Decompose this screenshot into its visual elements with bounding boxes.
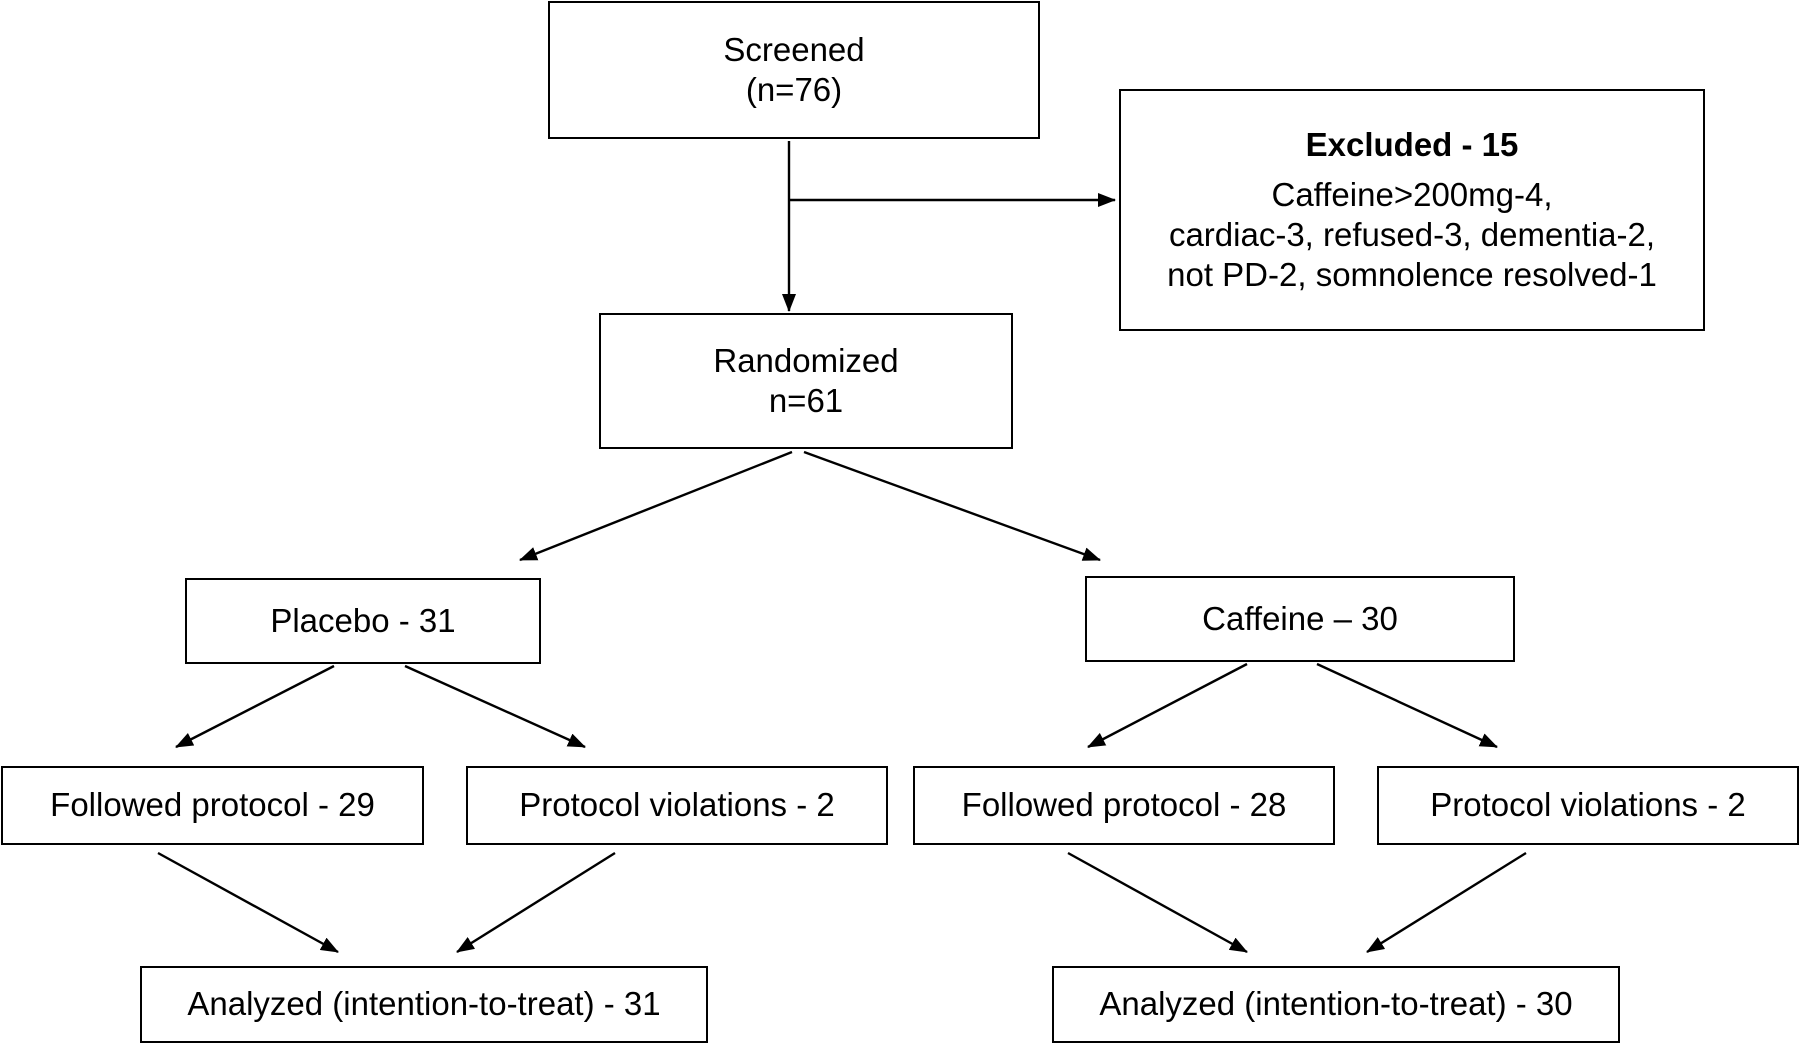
- edge-placebo-to-violations: [404, 664, 586, 749]
- edge-placebo-to-followed: [175, 664, 335, 749]
- screened-label: Screened: [723, 30, 865, 68]
- edge-caffeine-to-violations: [1316, 662, 1498, 749]
- placebo-arm-label: Placebo - 31: [270, 601, 456, 639]
- excluded-reasons-line-2: cardiac-3, refused-3, dementia-2,: [1168, 216, 1656, 253]
- randomized-box: Randomized n=61: [599, 313, 1013, 449]
- caffeine-analyzed-box: Analyzed (intention-to-treat) - 30: [1052, 966, 1620, 1043]
- randomized-label: Randomized: [713, 341, 899, 379]
- edge-randomized-to-placebo: [519, 450, 793, 562]
- excluded-title: Excluded - 15: [1305, 125, 1519, 163]
- excluded-reasons-line-1: Caffeine>200mg-4,: [1271, 175, 1553, 213]
- caffeine-arm-box: Caffeine – 30: [1085, 576, 1515, 662]
- placebo-analyzed-label: Analyzed (intention-to-treat) - 31: [187, 985, 661, 1023]
- edge-randomized-to-caffeine: [803, 450, 1101, 562]
- placebo-analyzed-box: Analyzed (intention-to-treat) - 31: [140, 966, 708, 1043]
- placebo-arm-box: Placebo - 31: [185, 578, 541, 664]
- caffeine-arm-label: Caffeine – 30: [1202, 599, 1398, 637]
- caffeine-followed-protocol-box: Followed protocol - 28: [913, 766, 1335, 845]
- excluded-reasons-line-3: not PD-2, somnolence resolved-1: [1167, 256, 1657, 294]
- edge-caffeine-violations-to-analyzed: [1366, 851, 1527, 954]
- caffeine-followed-protocol-label: Followed protocol - 28: [961, 786, 1287, 824]
- randomized-count: n=61: [768, 382, 844, 419]
- placebo-protocol-violations-label: Protocol violations - 2: [519, 786, 835, 824]
- screened-box: Screened (n=76): [548, 1, 1040, 139]
- excluded-box: Excluded - 15 Caffeine>200mg-4, cardiac-…: [1119, 89, 1705, 331]
- screened-count: (n=76): [745, 71, 843, 108]
- caffeine-protocol-violations-box: Protocol violations - 2: [1377, 766, 1799, 845]
- edge-caffeine-followed-to-analyzed: [1067, 851, 1248, 954]
- placebo-followed-protocol-label: Followed protocol - 29: [50, 786, 375, 824]
- caffeine-analyzed-label: Analyzed (intention-to-treat) - 30: [1099, 985, 1573, 1023]
- edge-placebo-followed-to-analyzed: [157, 851, 339, 954]
- edge-placebo-violations-to-analyzed: [456, 851, 616, 954]
- placebo-followed-protocol-box: Followed protocol - 29: [1, 766, 424, 845]
- edge-caffeine-to-followed: [1087, 662, 1248, 749]
- placebo-protocol-violations-box: Protocol violations - 2: [466, 766, 888, 845]
- caffeine-protocol-violations-label: Protocol violations - 2: [1430, 786, 1746, 824]
